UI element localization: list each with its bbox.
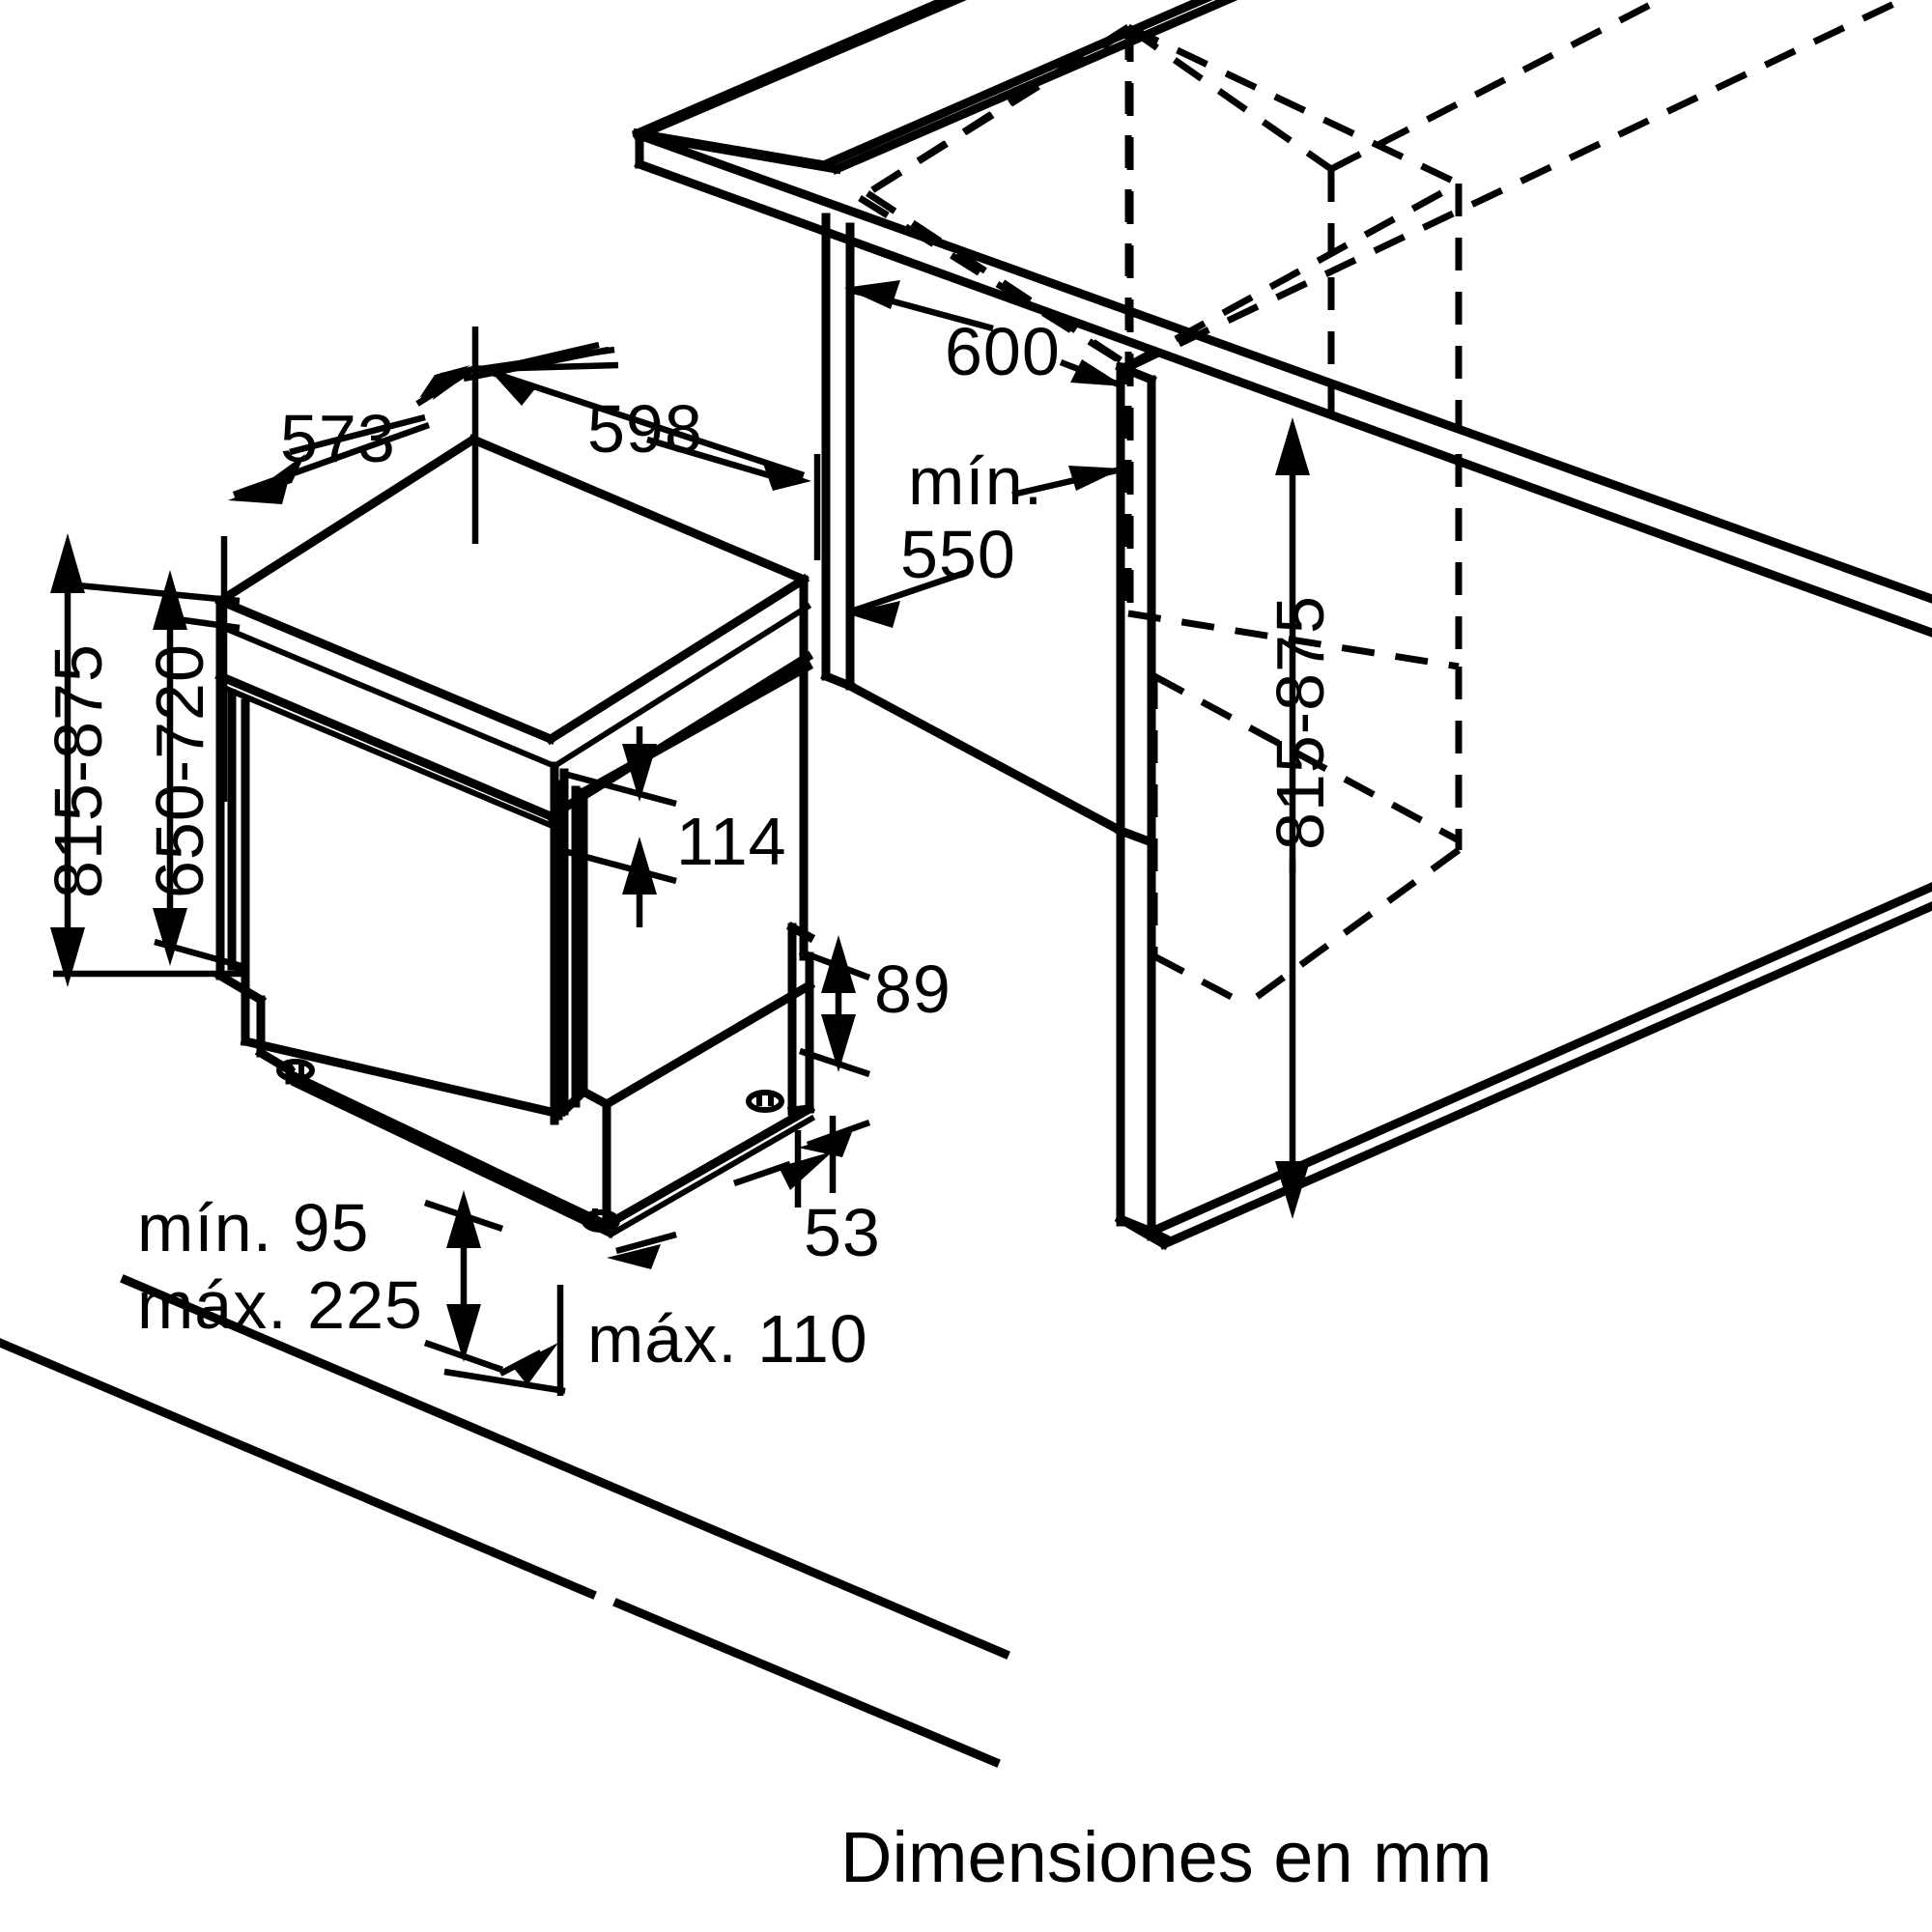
label-89: 89	[874, 952, 952, 1027]
appliance-body	[213, 433, 816, 1239]
worktop-surface	[632, 0, 1238, 175]
label-min-95: mín. 95	[137, 1190, 369, 1265]
dimension-598	[419, 327, 821, 560]
dimension-53	[732, 1116, 871, 1208]
footer-note: Dimensiones en mm	[840, 1817, 1492, 1897]
label-550: 550	[900, 517, 1016, 592]
label-815-875-left: 815-875	[41, 643, 116, 898]
appliance-foot-left	[276, 1059, 315, 1082]
label-815-875-right: 815-875	[1263, 595, 1338, 850]
dimension-plinth-range	[423, 1190, 566, 1395]
worktop-edge-lines	[634, 129, 1932, 638]
label-600: 600	[945, 314, 1061, 389]
dimension-114	[559, 726, 677, 927]
label-max-110: máx. 110	[587, 1301, 868, 1377]
label-114: 114	[676, 804, 787, 879]
dimension-max-110	[498, 1231, 677, 1396]
label-573: 573	[280, 401, 396, 476]
dimension-815-875-left	[50, 533, 249, 987]
label-53: 53	[804, 1195, 881, 1270]
dimension-89	[798, 935, 871, 1078]
dimension-600	[844, 280, 1124, 388]
appliance-foot-right	[746, 1090, 784, 1113]
label-598: 598	[587, 391, 703, 467]
dimension-815-875-right	[1275, 417, 1310, 1219]
floor-lines	[0, 1274, 1010, 1768]
hidden-outline-lower-right	[1151, 667, 1463, 1009]
label-650-720-left: 650-720	[142, 643, 217, 898]
dimension-650-720-left	[153, 570, 242, 970]
right-lower-cabinet	[1114, 768, 1932, 1251]
label-min: mín.	[908, 443, 1043, 519]
label-max-225: máx. 225	[137, 1267, 423, 1343]
appliance-foot-front	[582, 1208, 620, 1233]
dimension-min-550	[846, 466, 1122, 628]
